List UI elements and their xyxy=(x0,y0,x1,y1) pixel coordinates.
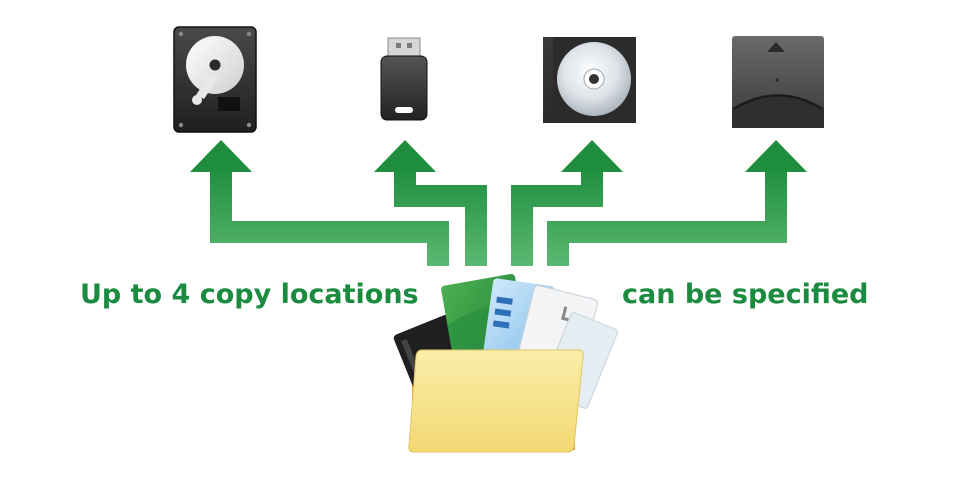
removable-disk-icon xyxy=(732,36,824,128)
arrow-to-optical-disc xyxy=(511,140,623,266)
hard-drive-icon xyxy=(173,26,257,133)
usb-drive-icon xyxy=(380,37,428,121)
caption-right: can be specified xyxy=(622,279,869,310)
caption-left: Up to 4 copy locations xyxy=(80,279,419,310)
arrow-to-hard-drive xyxy=(190,140,449,266)
arrow-to-usb-drive xyxy=(374,140,487,266)
arrows xyxy=(190,140,807,266)
arrow-to-removable-disk xyxy=(547,140,807,266)
folder-with-files-icon xyxy=(393,273,619,453)
optical-disc-icon xyxy=(543,37,636,123)
